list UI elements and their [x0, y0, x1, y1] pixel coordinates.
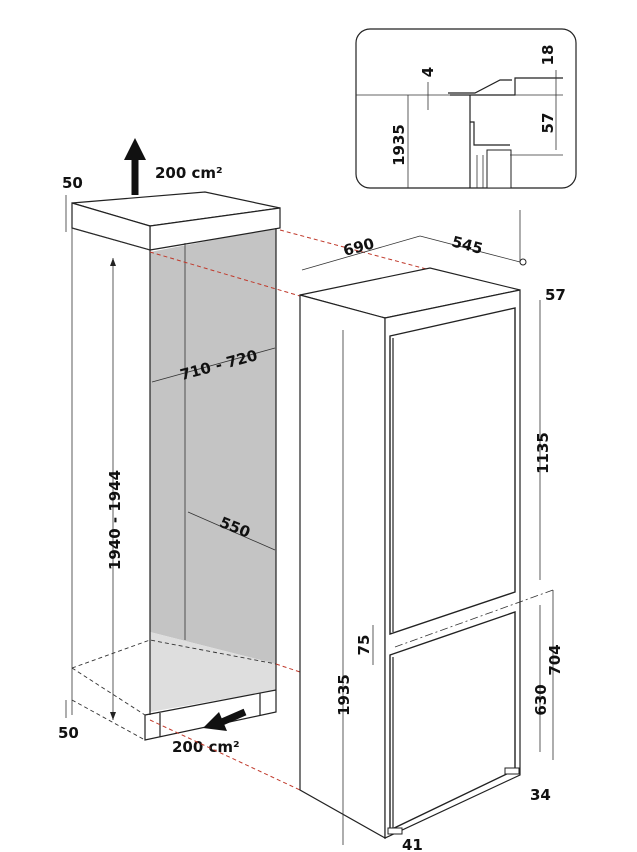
bottom-gap-label: 34	[530, 786, 551, 804]
detail-inset	[355, 28, 577, 189]
lower-door-height-label: 630	[532, 684, 550, 715]
lower-section-label: 704	[546, 644, 564, 675]
appliance-depth-label: 690	[341, 234, 376, 259]
appliance-width-label: 545	[450, 232, 485, 257]
upper-door-height-label: 1135	[534, 432, 552, 474]
detail-gap-label: 4	[419, 67, 437, 77]
niche-height-label: 1940 - 1944	[106, 470, 124, 570]
niche-cabinet	[71, 191, 281, 741]
upper-door	[389, 307, 516, 635]
fridge-appliance	[299, 210, 554, 845]
vent-up-arrow-icon	[124, 138, 146, 160]
detail-height-label: 1935	[390, 124, 408, 166]
appliance-top-gap-label: 57	[545, 286, 566, 304]
foot-label: 41	[402, 836, 423, 852]
alignment-guides	[149, 229, 431, 791]
niche-back-panel	[150, 228, 276, 664]
appliance-height-label: 1935	[335, 674, 353, 716]
vent-bottom-label: 200 cm²	[172, 738, 240, 756]
vent-in-arrow-icon	[203, 712, 227, 731]
detail-top-label: 18	[539, 45, 557, 66]
top-offset-label: 50	[62, 174, 83, 192]
detail-offset-label: 57	[539, 113, 557, 134]
vent-top-label: 200 cm²	[155, 164, 223, 182]
bottom-offset-label: 50	[58, 724, 79, 742]
door-gap-label: 75	[355, 635, 373, 656]
niche-dimensions	[65, 138, 276, 731]
niche-floor	[150, 632, 276, 712]
